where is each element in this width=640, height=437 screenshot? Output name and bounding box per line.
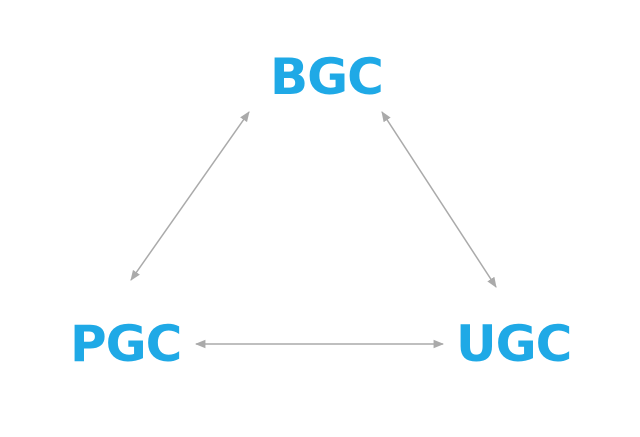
arrow-bgc-pgc xyxy=(130,111,250,281)
arrow-bgc-ugc xyxy=(381,111,497,288)
node-ugc: UGC xyxy=(456,315,572,373)
node-pgc: PGC xyxy=(70,315,182,373)
node-bgc: BGC xyxy=(270,48,384,106)
